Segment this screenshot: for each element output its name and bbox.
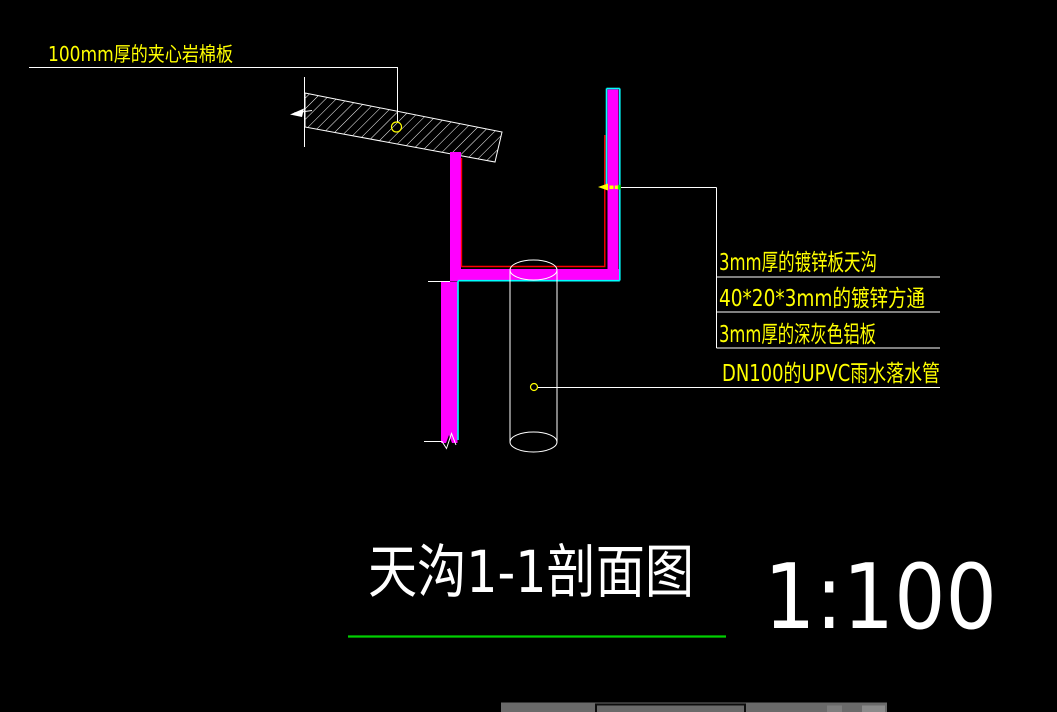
- gutter-bottom-plate: [450, 269, 619, 281]
- callout-leader: [598, 183, 940, 349]
- callout-arrow-dash-2: [614, 185, 618, 189]
- gutter-left-wall: [450, 152, 461, 269]
- drawing-title: 天沟1-1剖面图: [368, 538, 694, 606]
- downpipe-leader-node: [529, 382, 539, 392]
- callout-label-square-tube: 40*20*3mm的镀锌方通: [719, 286, 925, 312]
- roof-panel-leader-line: [29, 67, 398, 122]
- drawing-scale: 1:100: [764, 545, 997, 650]
- callout-arrow-dash-1: [609, 185, 614, 189]
- taskbar-highlight-1[interactable]: [827, 705, 842, 712]
- callout-arrow-icon: [598, 183, 608, 191]
- gutter-outline-cyan: [457, 87, 621, 440]
- panel-edge-tail-line: [293, 110, 313, 114]
- downpipe-bottom-ellipse: [509, 431, 558, 453]
- break-mark: [424, 432, 457, 450]
- taskbar-fragment[interactable]: [501, 702, 887, 712]
- roof-panel-body: [304, 92, 503, 163]
- fascia-plate: [441, 281, 458, 435]
- gutter-right-wall: [607, 89, 619, 270]
- callout-label-downpipe: DN100的UPVC雨水落水管: [722, 361, 940, 387]
- callout-arrow-tick: [618, 184, 621, 190]
- roof-panel-label: 100mm厚的夹心岩棉板: [48, 42, 233, 66]
- taskbar-inner-window[interactable]: [595, 703, 746, 712]
- downpipe: [509, 259, 558, 453]
- roof-panel-leader-node: [390, 121, 403, 133]
- callout-label-aluminum-plate: 3mm厚的深灰色铝板: [719, 322, 876, 348]
- gutter-inner-liner-red: [460, 135, 606, 268]
- callout-label-gutter: 3mm厚的镀锌板天沟: [719, 250, 877, 276]
- roof-panel-leader: [29, 67, 403, 133]
- downpipe-top-ellipse: [509, 259, 558, 281]
- fascia-plate-end: [441, 434, 458, 443]
- gutter-profile: [424, 87, 621, 450]
- roof-panel: [290, 77, 503, 163]
- taskbar-highlight-2[interactable]: [862, 705, 885, 712]
